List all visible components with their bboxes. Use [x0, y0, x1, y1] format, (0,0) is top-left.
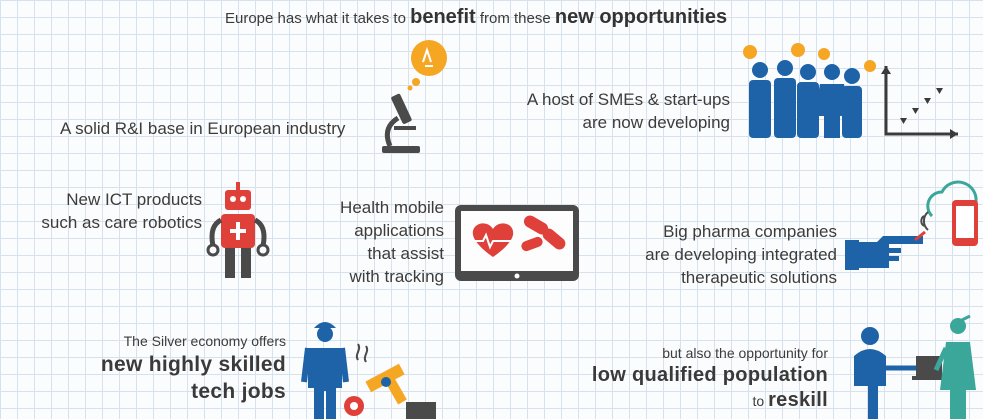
pharma-line3: therapeutic solutions [681, 268, 837, 287]
headline: Europe has what it takes to benefit from… [225, 6, 795, 29]
headline-bold1: benefit [410, 6, 476, 28]
lowq-line1: but also the opportunity for [662, 345, 828, 361]
pharma-line2: are developing integrated [645, 245, 837, 264]
worker-icon [301, 322, 349, 419]
smartphone-icon [920, 180, 978, 246]
business-people-icon [743, 43, 876, 138]
health-line1: Health mobile [340, 198, 444, 217]
health-line4: with tracking [349, 267, 444, 286]
pharma-line1: Big pharma companies [663, 222, 837, 241]
nurse-patient-icon [854, 314, 976, 419]
ict-line2: such as care robotics [41, 213, 202, 232]
headline-bold2: new opportunities [554, 6, 728, 28]
robot-icon [206, 182, 270, 278]
health-text: Health mobile applications that assist w… [280, 196, 444, 288]
smes-line2: are now developing [582, 113, 730, 132]
lowq-line3-pre: to [752, 393, 769, 409]
headline-part2: from these [475, 10, 555, 27]
lowq-line2: low qualified population [591, 364, 828, 386]
smes-line1: A host of SMEs & start-ups [526, 90, 730, 109]
microscope-icon [382, 93, 420, 153]
lowq-line3-bold: reskill [768, 389, 828, 411]
lowq-line3: to reskill [540, 388, 828, 414]
silver-text: The Silver economy offers new highly ski… [60, 331, 286, 405]
lightbulb-icon [407, 40, 447, 91]
smes-text: A host of SMEs & start-ups are now devel… [470, 88, 730, 134]
ict-text: New ICT products such as care robotics [10, 188, 202, 234]
pharma-text: Big pharma companies are developing inte… [590, 220, 837, 289]
health-line3: that assist [367, 244, 444, 263]
rni-base-text: A solid R&I base in European industry [60, 119, 346, 138]
pointing-hand-icon [845, 230, 926, 270]
growth-chart-icon [881, 66, 958, 139]
tablet-health-icon [455, 205, 579, 281]
silver-line2: new highly skilled [100, 353, 286, 376]
health-line2: applications [354, 221, 444, 240]
ict-line1: New ICT products [66, 190, 202, 209]
headline-part1: Europe has what it takes to [225, 10, 411, 27]
silver-line1: The Silver economy offers [123, 333, 286, 349]
robotic-arm-icon [344, 343, 436, 419]
silver-line3: tech jobs [191, 380, 286, 403]
lowq-text: but also the opportunity for low qualifi… [540, 343, 828, 414]
